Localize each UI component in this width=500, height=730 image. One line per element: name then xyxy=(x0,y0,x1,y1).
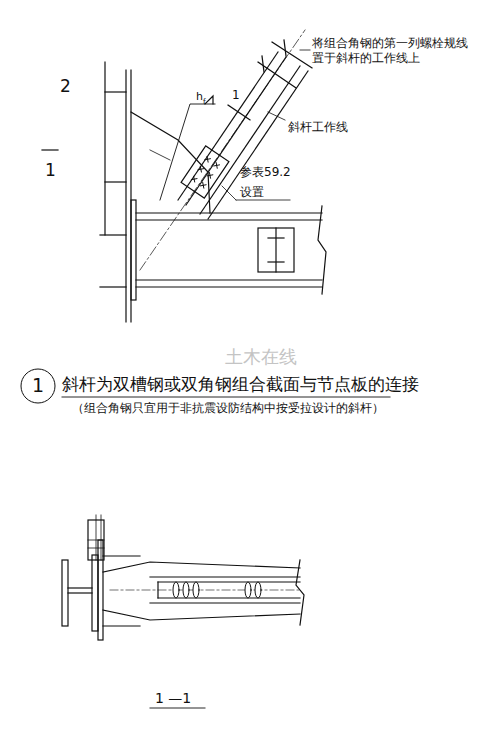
section-mark: 1 xyxy=(45,160,56,181)
section-mark: 1 xyxy=(232,88,240,103)
weld-size-symbol: h xyxy=(196,90,203,104)
circle-outline xyxy=(21,369,55,403)
section-mark: 2 xyxy=(60,76,71,97)
bolt-gauge-note: 将组合角钢的第一列螺栓规线 置于斜杆的工作线上 xyxy=(312,36,472,66)
weld-size-subscript: f xyxy=(203,97,206,106)
section-title: 1 —1 xyxy=(155,690,191,708)
watermark: 土木在线 xyxy=(225,346,297,369)
detail-caption: （组合角钢只宜用于非抗震设防结构中按受拉设计的斜杆） xyxy=(72,401,384,415)
work-line-label: 斜杆工作线 xyxy=(288,120,348,135)
detail-title: 斜杆为双槽钢或双角钢组合截面与节点板的连接 xyxy=(62,375,419,396)
detail-number: 1 xyxy=(32,374,44,398)
detail-circle: 1 xyxy=(21,369,55,403)
bolt-table-note: 参表59.2 设置 xyxy=(240,162,295,203)
